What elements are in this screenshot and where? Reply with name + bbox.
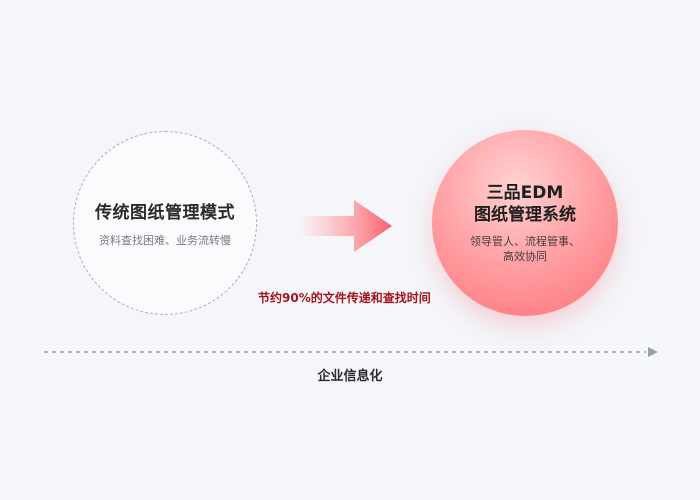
time-saving-note: 节约90%的文件传递和查找时间 [258,291,431,305]
traditional-mode-subtitle: 资料查找困难、业务流转慢 [99,234,231,247]
edm-system-desc-line2: 高效协同 [503,250,547,263]
edm-system-description: 领导管人、流程管事、 高效协同 [470,234,580,264]
edm-system-desc-line1: 领导管人、流程管事、 [470,235,580,248]
traditional-mode-circle: 传统图纸管理模式 资料查找困难、业务流转慢 [73,131,257,315]
edm-system-title-line2: 图纸管理系统 [474,205,576,225]
traditional-mode-title: 传统图纸管理模式 [95,203,235,223]
axis-label: 企业信息化 [317,369,383,384]
edm-system-title-line1: 三品EDM [486,183,564,203]
transition-arrow-icon [298,200,392,252]
progress-axis-arrow [44,347,658,357]
edm-system-circle: 三品EDM 图纸管理系统 领导管人、流程管事、 高效协同 [432,130,618,316]
